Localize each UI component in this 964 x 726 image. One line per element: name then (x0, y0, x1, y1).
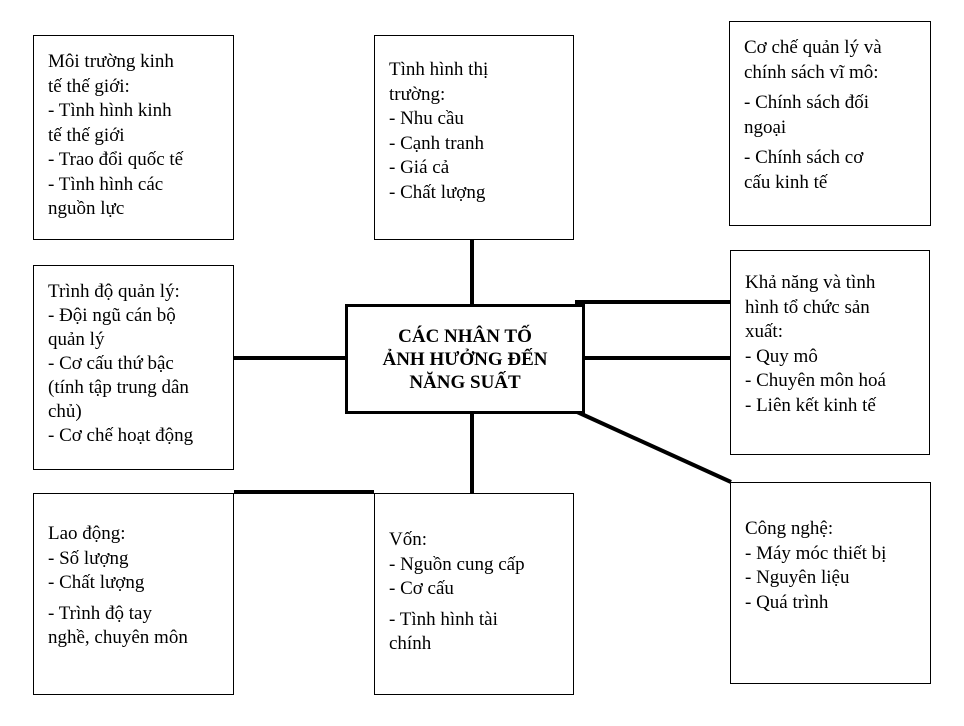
management-heading: Trình độ quản lý: (48, 281, 180, 302)
production-item: - Chuyên môn hoá (745, 370, 886, 391)
management-item: - Cơ cấu thứ bậc (tính tập trung dân chủ… (48, 353, 189, 422)
central-title-line: CÁC NHÂN TỐ (398, 325, 532, 347)
world-economy-item: - Tình hình các nguồn lực (48, 173, 164, 220)
market-item: - Chất lượng (389, 181, 486, 203)
box-management: Trình độ quản lý: - Đội ngũ cán bộ quản … (33, 265, 234, 470)
box-technology: Công nghệ: - Máy móc thiết bị - Nguyên l… (730, 482, 931, 684)
connector-technology (574, 409, 732, 484)
technology-item: - Máy móc thiết bị (745, 542, 887, 564)
policy-item: - Chính sách đối ngoại (744, 92, 870, 138)
labor-item: - Trình độ tay nghề, chuyên môn (48, 602, 188, 649)
box-labor: Lao động: - Số lượng - Chất lượng - Trìn… (33, 493, 234, 695)
management-item: - Đội ngũ cán bộ quản lý (48, 305, 176, 350)
central-title-line: NĂNG SUẤT (409, 371, 521, 393)
management-item: - Cơ chế hoạt động (48, 425, 194, 446)
policy-item: - Chính sách cơ cấu kinh tế (744, 147, 864, 193)
policy-heading: Cơ chế quản lý và chính sách vĩ mô: (744, 37, 882, 83)
labor-heading: Lao động: (48, 523, 126, 544)
capital-item: - Nguồn cung cấp (389, 553, 525, 575)
central-topic: CÁC NHÂN TỐ ẢNH HƯỞNG ĐẾN NĂNG SUẤT (345, 304, 585, 414)
central-title-line: ẢNH HƯỞNG ĐẾN (382, 348, 548, 370)
capital-item: - Tình hình tài chính (389, 608, 498, 655)
labor-item: - Chất lượng (48, 572, 145, 593)
market-item: - Nhu cầu (389, 108, 464, 129)
production-item: - Quy mô (745, 345, 818, 367)
box-capital: Vốn: - Nguồn cung cấp - Cơ cấu - Tình hì… (374, 493, 574, 695)
production-item: - Liên kết kinh tế (745, 394, 876, 416)
labor-item: - Số lượng (48, 547, 129, 569)
technology-item: - Nguyên liệu (745, 567, 850, 588)
world-economy-heading: Môi trường kinh tế thế giới: (48, 51, 174, 97)
world-economy-item: - Tình hình kinh tế thế giới (48, 100, 172, 146)
technology-heading: Công nghệ: (745, 518, 834, 539)
market-item: - Giá cả (389, 157, 450, 178)
box-world-economy: Môi trường kinh tế thế giới: - Tình hình… (33, 35, 234, 240)
capital-heading: Vốn: (389, 529, 427, 550)
box-policy: Cơ chế quản lý và chính sách vĩ mô: - Ch… (729, 21, 931, 226)
market-item: - Cạnh tranh (389, 132, 484, 154)
capital-item: - Cơ cấu (389, 578, 454, 599)
box-production: Khả năng và tình hình tổ chức sản xuất: … (730, 250, 930, 455)
production-heading: Khả năng và tình hình tổ chức sản xuất: (745, 272, 876, 342)
technology-item: - Quá trình (745, 591, 829, 613)
market-heading: Tình hình thị trường: (389, 59, 489, 105)
box-market: Tình hình thị trường: - Nhu cầu - Cạnh t… (374, 35, 574, 240)
world-economy-item: - Trao đổi quốc tế (48, 149, 184, 170)
